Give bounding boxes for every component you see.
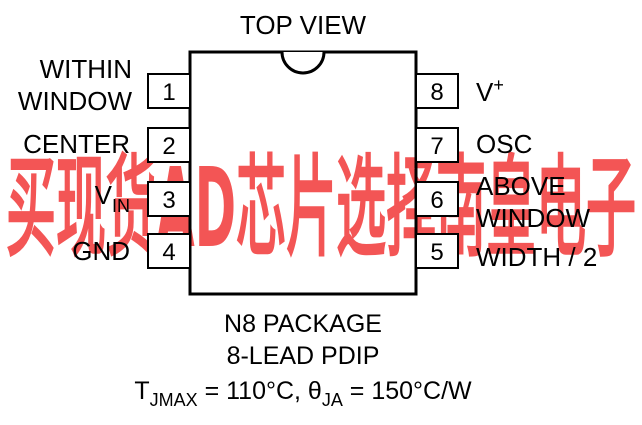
caption-thermal: TJMAX = 110°C, θJA = 150°C/W (134, 377, 472, 410)
pin-3-label: VIN (95, 180, 130, 216)
pin-1-label-line2: WINDOW (18, 86, 133, 116)
pin-1-label-line1: WITHIN (40, 54, 132, 84)
pin-7-box (415, 127, 459, 163)
pin1-notch (280, 51, 326, 75)
pin-5-number: 5 (430, 239, 443, 266)
pin-8-number: 8 (430, 79, 443, 106)
pin-1-box (147, 73, 191, 109)
pin-3-label-sub: IN (112, 196, 130, 216)
caption-package: N8 PACKAGE (224, 310, 382, 338)
pin-8-label: V+ (476, 75, 504, 107)
pin-2-box (147, 127, 191, 163)
caption-t-rest: = 110°C, θ (198, 377, 322, 405)
caption-lead: 8-LEAD PDIP (227, 342, 380, 370)
caption-theta-sub: JA (322, 390, 343, 410)
pin-4-label: GND (72, 236, 130, 266)
pin-8-box (415, 73, 459, 109)
pin-5-label: WIDTH / 2 (476, 242, 597, 272)
top-view-title: TOP VIEW (240, 10, 367, 40)
chip-body (188, 50, 418, 296)
pin-3-box (147, 181, 191, 217)
pin-7-label: OSC (476, 129, 532, 159)
pin-4-box (147, 233, 191, 269)
pin-3-label-main: V (95, 180, 113, 210)
pin-8-label-main: V (476, 77, 494, 107)
caption-t-sub: JMAX (150, 390, 198, 410)
pin-6-number: 6 (430, 187, 443, 214)
caption-t-prefix: T (134, 377, 149, 405)
pin-5-box (415, 233, 459, 269)
pin-4-number: 4 (162, 239, 175, 266)
caption-theta-rest: = 150°C/W (343, 377, 472, 405)
watermark-text: 买现货AD芯片选择南皇电子 (6, 144, 636, 272)
pin-1-number: 1 (162, 79, 175, 106)
pin-6-label-line1: ABOVE (476, 171, 566, 201)
watermark: 买现货AD芯片选择南皇电子 (6, 144, 636, 272)
pin-6-box (415, 181, 459, 217)
pin-2-label: CENTER (23, 129, 130, 159)
pin-7-number: 7 (430, 133, 443, 160)
pin-2-number: 2 (162, 133, 175, 160)
pin-6-label-line2: WINDOW (476, 203, 591, 233)
pin-8-label-sup: + (493, 75, 504, 95)
pin-3-number: 3 (162, 187, 175, 214)
